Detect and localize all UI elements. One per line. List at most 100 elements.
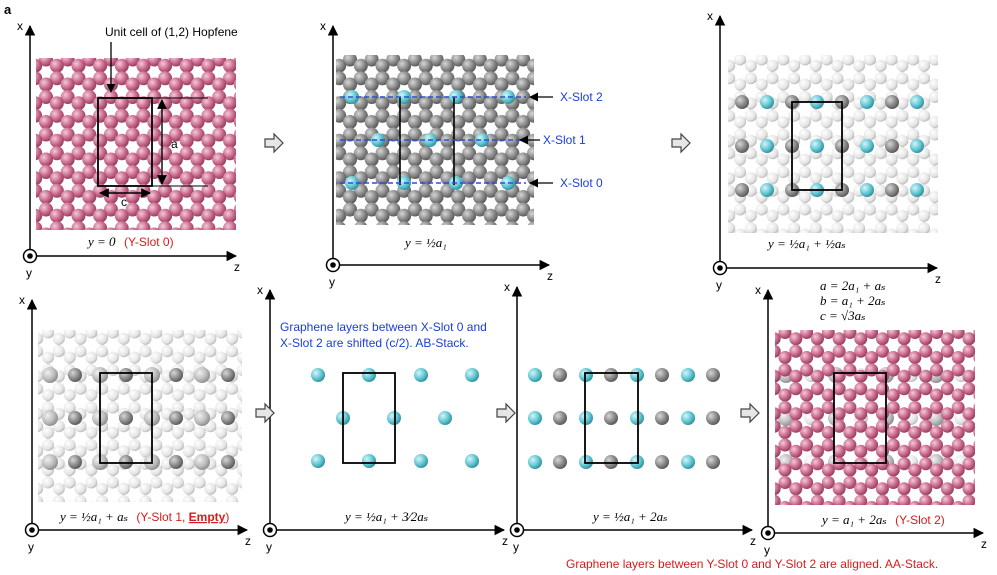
pink-atom <box>810 457 824 471</box>
pink-atom <box>114 221 129 230</box>
pink-atom <box>854 344 868 358</box>
pink-atom <box>973 365 975 375</box>
white-atom <box>702 147 714 159</box>
pink-atom <box>746 495 759 508</box>
pink-atom <box>7 71 21 85</box>
white-atom <box>702 97 714 109</box>
pink-atom <box>103 202 118 217</box>
gray-atom <box>472 55 487 67</box>
pink-atom <box>973 465 975 475</box>
white-atom <box>918 172 931 185</box>
gray-atom <box>119 411 133 425</box>
white-atom <box>755 128 768 141</box>
pink-atom <box>39 40 53 54</box>
pink-atom <box>887 501 900 505</box>
pink-atom <box>158 133 173 148</box>
pink-atom <box>962 369 975 383</box>
white-atom <box>755 116 768 128</box>
panel1-annotations: Unit cell of (1,2) Hopfene a c y = 0 (Y-… <box>86 25 238 249</box>
white-atom <box>226 382 239 395</box>
cyan-atom <box>465 454 479 468</box>
pink-atom <box>908 401 922 414</box>
gray-atom <box>549 209 563 223</box>
gray-atom <box>311 146 325 160</box>
gray-atom <box>221 368 235 382</box>
white-atom <box>972 166 984 178</box>
pink-atom <box>179 221 194 230</box>
white-atom <box>182 445 195 458</box>
white-atom <box>20 327 32 339</box>
gray-atom <box>516 77 531 92</box>
panel5-note-line2: X-Slot 2 are shifted (c/2). AB-Stack. <box>280 336 469 350</box>
white-atom <box>183 308 195 320</box>
gray-atom <box>451 202 466 217</box>
pink-atom <box>7 209 21 223</box>
white-atom <box>777 116 790 128</box>
panel3-caption: y = ½a₁ + ½aₛ <box>766 236 846 251</box>
white-atom <box>788 222 801 233</box>
white-atom <box>896 247 908 259</box>
gray-atom <box>386 77 401 92</box>
gray-atom <box>407 127 422 142</box>
pink-atom <box>82 127 97 142</box>
white-atom <box>798 191 811 203</box>
pink-atom <box>125 90 140 104</box>
white-atom <box>259 327 271 339</box>
white-atom <box>788 35 800 47</box>
pink-atom <box>256 190 270 204</box>
pink-atom <box>984 445 997 458</box>
gray-atom <box>527 208 534 223</box>
white-atom <box>728 59 736 72</box>
white-atom <box>236 364 242 376</box>
white-atom <box>951 129 963 141</box>
gray-atom <box>353 208 368 223</box>
eq-a: a = 2a₁ + aₛ <box>820 278 885 293</box>
pink-atom <box>93 221 108 230</box>
pink-atom <box>39 190 53 204</box>
pink-atom <box>212 58 227 67</box>
white-atom <box>728 222 736 233</box>
gray-atom <box>527 221 534 225</box>
gray-atom <box>311 209 325 223</box>
pink-atom <box>39 152 53 167</box>
gray-atom <box>397 221 411 225</box>
pink-atom <box>256 165 270 179</box>
pink-atom <box>952 501 965 505</box>
pink-atom <box>865 438 879 452</box>
gray-atom <box>472 190 487 204</box>
gray-atom <box>527 58 534 73</box>
white-atom <box>961 147 973 159</box>
white-atom <box>88 501 94 502</box>
white-atom <box>853 172 866 185</box>
white-atom <box>702 72 714 84</box>
gray-atom <box>364 152 379 167</box>
gray-atom <box>375 171 390 186</box>
gray-atom <box>472 152 487 167</box>
gray-atom <box>462 221 476 225</box>
pink-atom <box>93 108 108 123</box>
white-atom <box>728 97 736 110</box>
white-atom <box>20 364 32 376</box>
white-atom <box>788 72 801 85</box>
gray-atom <box>538 153 552 167</box>
pink-atom <box>158 208 173 223</box>
pink-atom <box>179 71 194 86</box>
pink-atom <box>951 438 965 452</box>
unit-cell-box <box>584 372 639 464</box>
pink-atom <box>223 221 236 230</box>
pink-atom <box>940 494 954 505</box>
pink-atom <box>822 501 835 505</box>
pink-atom <box>843 388 857 402</box>
white-atom <box>777 78 790 91</box>
cyan-atom <box>528 368 542 382</box>
pink-atom <box>940 382 954 396</box>
gray-atom <box>397 34 411 48</box>
pink-atom <box>114 146 129 161</box>
pink-atom <box>778 438 792 452</box>
gray-atom <box>735 183 749 197</box>
white-atom <box>63 439 76 451</box>
pink-atom <box>7 59 21 73</box>
pink-atom <box>746 482 759 495</box>
pink-atom <box>93 208 108 223</box>
white-atom <box>42 389 54 401</box>
